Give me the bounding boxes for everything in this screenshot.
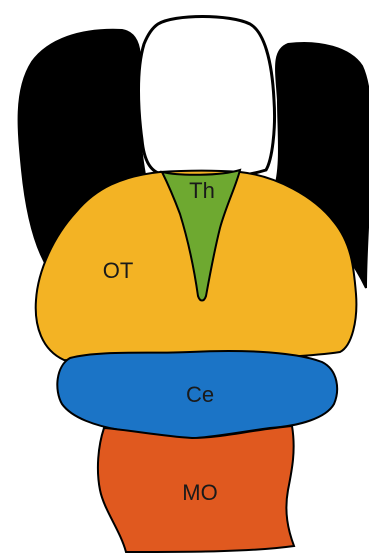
- thalamus-label: Th: [189, 178, 215, 203]
- medulla-oblongata-label: MO: [182, 480, 217, 505]
- telencephalon-region: [139, 17, 275, 177]
- optic-tectum-label: OT: [103, 258, 134, 283]
- cerebellum-label: Ce: [186, 382, 214, 407]
